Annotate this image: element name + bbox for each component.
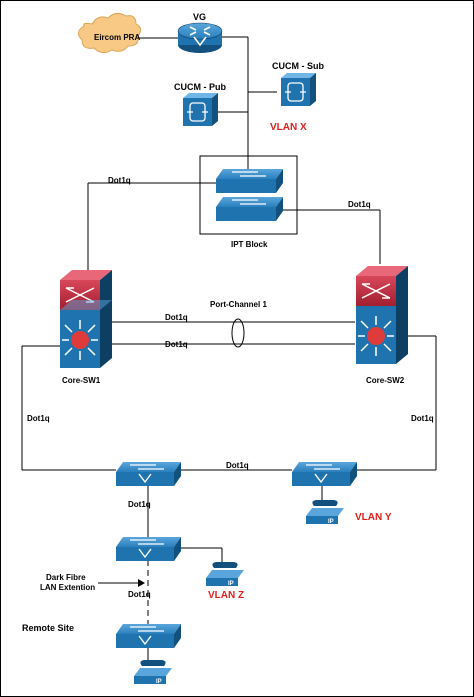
vlan-x-label: VLAN X — [270, 122, 307, 133]
port-channel-ellipse — [231, 318, 245, 348]
call-manager-icon — [183, 93, 218, 126]
arrow-right-icon — [98, 579, 145, 587]
call-manager-icon — [281, 73, 316, 106]
dot1q-ipt-right-label: Dot1q — [348, 200, 371, 209]
ip-phone-icon: IP — [206, 562, 244, 587]
dot1q-pc-top-label: Dot1q — [165, 313, 188, 322]
cucm-sub-label: CUCM - Sub — [272, 61, 324, 71]
ipt-block-box — [199, 155, 298, 235]
dot1q-down2-label: Dot1q — [128, 590, 151, 599]
phone-ip-label: IP — [228, 581, 234, 587]
workgroup-switch-icon — [116, 624, 181, 648]
pstn-cloud-icon — [78, 12, 142, 54]
workgroup-switch-icon — [292, 462, 357, 486]
dot1q-access-label: Dot1q — [226, 461, 249, 470]
phone-ip-label: IP — [156, 679, 162, 685]
vlan-y-label: VLAN Y — [355, 512, 392, 523]
dot1q-left-label: Dot1q — [27, 414, 50, 423]
dark-fibre-label: Dark Fibre — [46, 573, 86, 582]
phone-ip-label: IP — [328, 519, 334, 525]
workgroup-switch-icon — [216, 197, 283, 221]
workgroup-switch-icon — [116, 537, 181, 561]
core-sw1-label: Core-SW1 — [62, 376, 101, 385]
router-icon — [177, 22, 223, 53]
cucm-pub-label: CUCM - Pub — [174, 82, 226, 92]
remote-site-label: Remote Site — [22, 623, 75, 633]
dot1q-right-label: Dot1q — [411, 414, 434, 423]
workgroup-switch-icon — [216, 169, 283, 193]
eircom-label: Eircom PRA — [94, 33, 141, 42]
ip-phone-icon: IP — [134, 660, 172, 685]
links — [21, 36, 437, 660]
workgroup-switch-icon — [116, 462, 181, 486]
core-sw2-label: Core-SW2 — [366, 376, 405, 385]
vg-label: VG — [193, 12, 207, 22]
multilayer-switch-icon — [356, 266, 408, 364]
dot1q-pc-bottom-label: Dot1q — [165, 340, 188, 349]
multilayer-switch-icon — [60, 270, 112, 368]
dot1q-ipt-left-label: Dot1q — [108, 176, 131, 185]
vlan-z-label: VLAN Z — [208, 590, 245, 601]
port-channel-label: Port-Channel 1 — [210, 300, 267, 309]
ipt-block-label: IPT Block — [231, 240, 268, 249]
lan-extension-label: LAN Extention — [40, 583, 96, 592]
ip-phone-icon: IP — [306, 500, 344, 525]
dot1q-down1-label: Dot1q — [128, 500, 151, 509]
